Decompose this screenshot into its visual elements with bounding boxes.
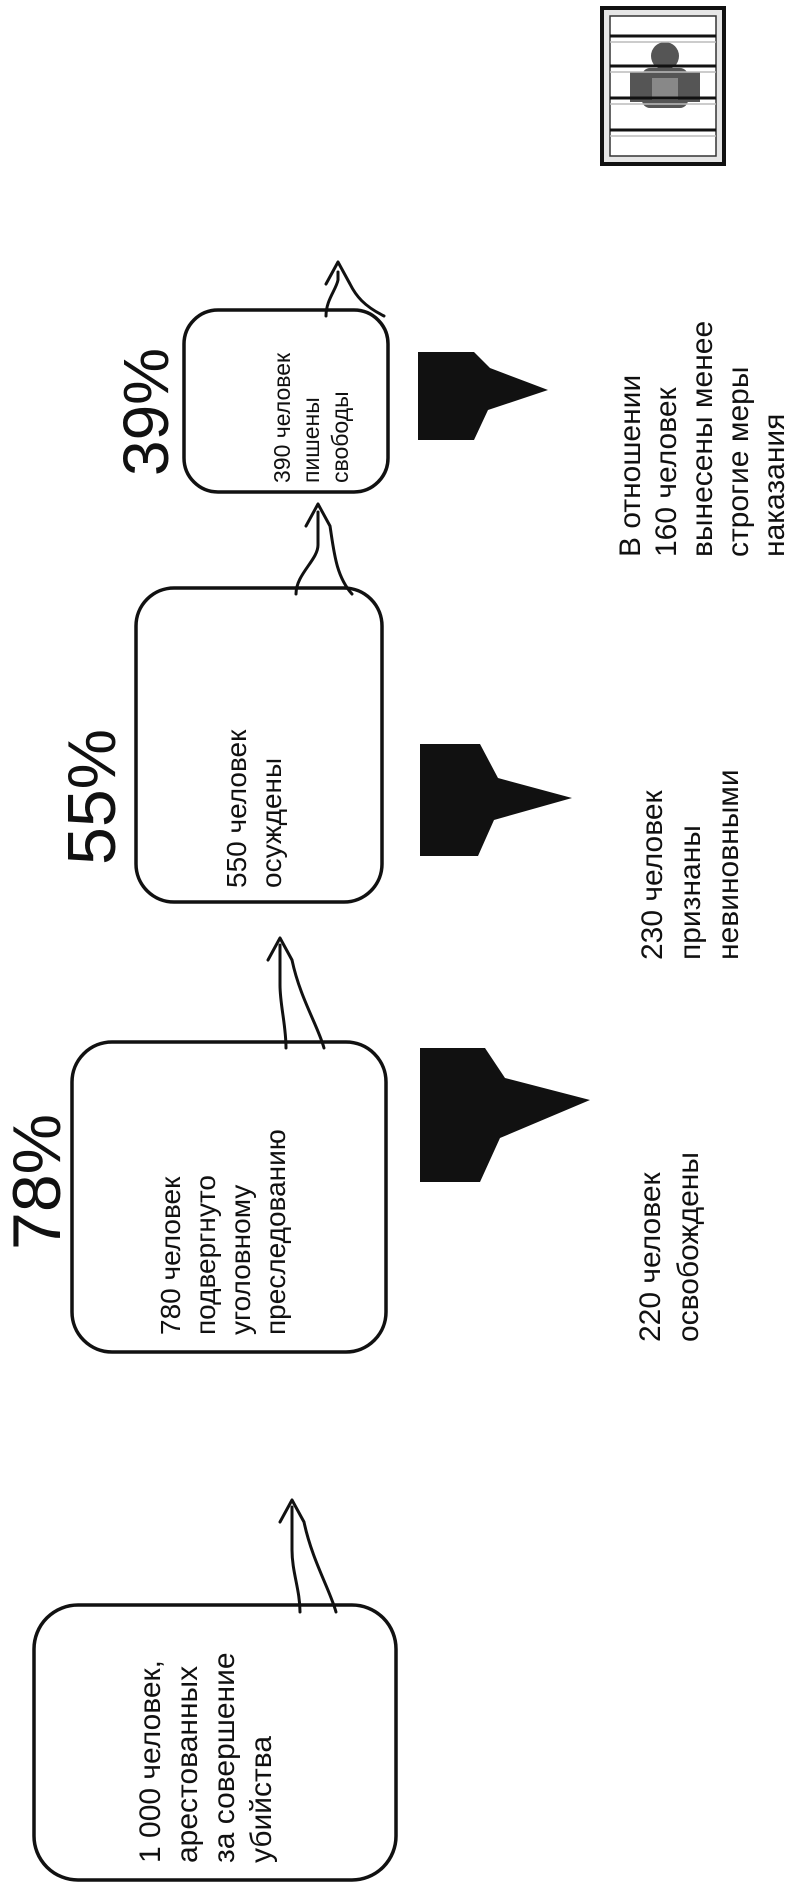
stage-line: арестованных (171, 1666, 204, 1863)
stage-box-convicted (134, 586, 384, 904)
stage-line: осуждены (256, 758, 287, 888)
outcome-line: наказания (758, 414, 791, 557)
stage-line: преследованию (260, 1129, 291, 1335)
stage-line: 390 человек (269, 352, 295, 483)
stage-line: подвергнуто (190, 1175, 221, 1335)
black-arrow-icon (420, 1048, 590, 1182)
outcome-line: вынесены менее (686, 321, 719, 557)
stage-text-convicted: 550 человек осуждены (221, 722, 287, 888)
stage-text-arrested: 1 000 человек, арестованных за совершени… (134, 1644, 278, 1863)
stage-line: за совершение (208, 1652, 241, 1863)
upward-curved-arrow-icon (266, 936, 326, 1050)
black-arrow-icon (420, 744, 572, 856)
stage-imprisoned: 39% 390 человек пишены свободы В отношен… (110, 260, 791, 558)
stage-line: 550 человек (221, 729, 252, 888)
stage-arrested: 1 000 человек, арестованных за совершени… (32, 1498, 398, 1882)
outcome-line: освобождены (672, 1152, 705, 1342)
outcome-line: В отношении (614, 375, 647, 557)
upward-curved-arrow-icon (294, 502, 354, 596)
upward-curved-arrow-icon (278, 1498, 338, 1614)
stage-percent-convicted: 55% (54, 729, 130, 865)
outcome-line: признаны (674, 825, 707, 960)
stage-text-imprisoned: 390 человек пишены свободы (269, 347, 353, 483)
stage-line: свободы (327, 391, 353, 483)
stage-line: 780 человек (155, 1176, 186, 1335)
stage-prosecuted: 78% 780 человек подвергнуто уголовному п… (0, 936, 705, 1354)
outcome-text-prosecuted: 220 человек освобождены (634, 1152, 705, 1342)
stage-percent-prosecuted: 78% (0, 1114, 75, 1250)
stage-convicted: 55% 550 человек осуждены 230 человек при… (54, 502, 745, 960)
outcome-line: 160 человек (650, 386, 683, 557)
stage-line: пишены (298, 397, 324, 483)
outcome-text-imprisoned: В отношении 160 человек вынесены менее с… (614, 313, 791, 558)
outcome-line: невиновными (712, 769, 745, 960)
outcome-line: 230 человек (636, 789, 669, 960)
stage-line: 1 000 человек, (134, 1660, 167, 1863)
stage-line: убийства (245, 1736, 278, 1863)
upward-curved-arrow-icon (324, 260, 386, 318)
stage-percent-imprisoned: 39% (110, 348, 182, 476)
stage-text-prosecuted: 780 человек подвергнуто уголовному пресл… (155, 1129, 291, 1335)
outcome-text-convicted: 230 человек признаны невиновными (636, 769, 745, 960)
black-arrow-icon (418, 352, 548, 440)
outcome-line: строгие меры (722, 367, 755, 557)
prisoner-behind-bars-icon (600, 6, 726, 166)
stage-line: уголовному (225, 1185, 256, 1335)
stage-box-arrested (32, 1603, 398, 1882)
stage-box-prosecuted (70, 1040, 388, 1354)
stage-box-imprisoned (182, 308, 390, 494)
outcome-line: 220 человек (634, 1171, 667, 1342)
